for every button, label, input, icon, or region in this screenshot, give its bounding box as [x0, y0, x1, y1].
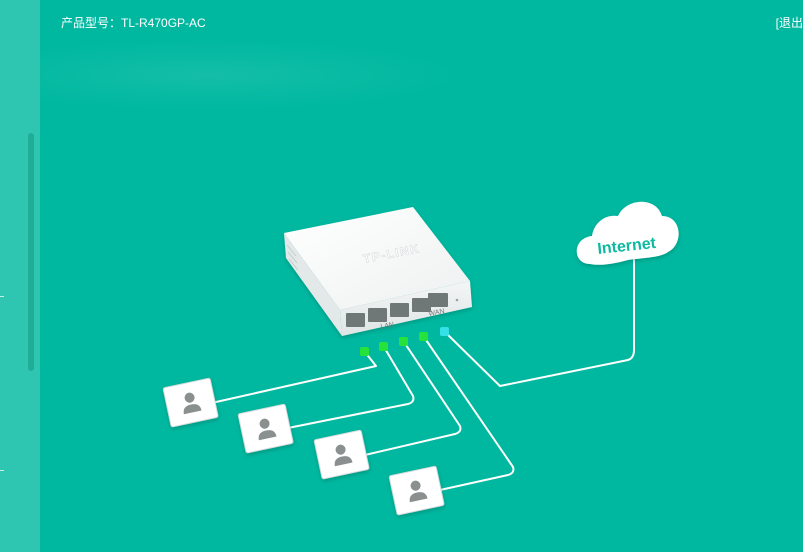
sidebar-scrollbar[interactable]	[28, 133, 34, 371]
sidebar-divider	[0, 296, 4, 297]
client-3	[313, 429, 370, 480]
wan-port-led	[440, 327, 449, 336]
wan-cable	[444, 249, 635, 387]
cables	[215, 249, 635, 491]
lan-port-led-1	[360, 347, 369, 356]
client-2	[237, 403, 294, 454]
lan-cable-2	[287, 346, 415, 429]
logout-link[interactable]: [退出	[775, 16, 803, 30]
lan-cable-3	[364, 341, 462, 456]
wan-port-label: WAN	[428, 308, 445, 318]
lan-port-led-4	[419, 332, 428, 341]
sidebar-divider	[0, 470, 4, 471]
lan-cable-4	[423, 336, 515, 491]
lan-port-label: LAN	[380, 321, 395, 330]
product-model-label: 产品型号：	[61, 16, 122, 30]
user-icon	[334, 444, 353, 467]
user-icon	[183, 392, 202, 415]
client-4	[388, 465, 445, 516]
header-bar: 产品型号：TL-R470GP-AC [退出	[40, 0, 803, 44]
lan-cable-1	[215, 351, 377, 403]
sidebar	[0, 0, 40, 552]
port-leds	[360, 327, 449, 356]
cloud-icon: Internet	[576, 201, 679, 265]
client-cards	[162, 377, 445, 516]
router-icon: TP-LINK LAN WAN	[284, 207, 472, 336]
header-glow	[40, 40, 460, 110]
product-model: 产品型号：TL-R470GP-AC	[61, 14, 206, 31]
client-1	[162, 377, 219, 428]
user-icon	[258, 418, 277, 441]
lan-port-led-3	[399, 337, 408, 346]
lan-port-led-2	[379, 342, 388, 351]
internet-label: Internet	[597, 235, 658, 258]
product-model-value: TL-R470GP-AC	[121, 16, 206, 30]
user-icon	[409, 480, 428, 503]
